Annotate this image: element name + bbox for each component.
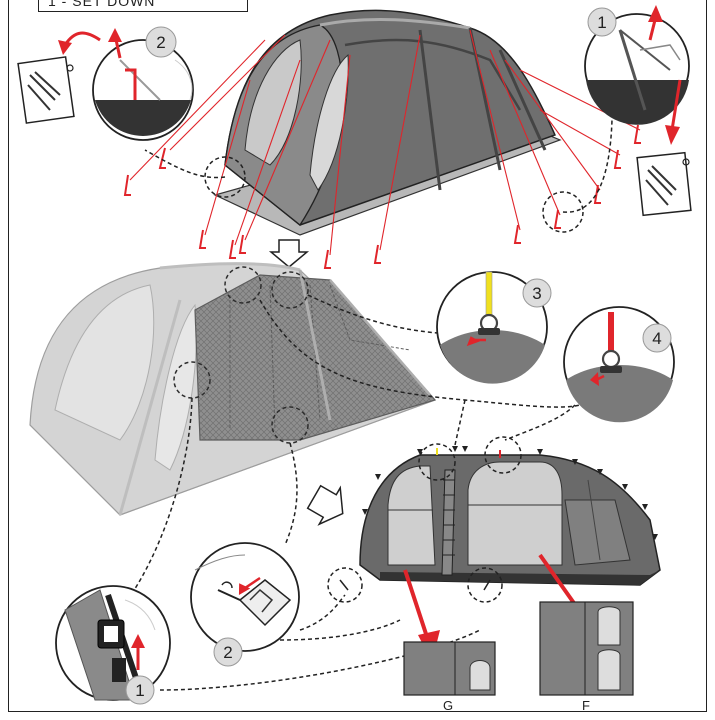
callout-ring-left [204, 156, 246, 198]
step-label-4: 4 [652, 329, 661, 348]
page-title: 1 - SET DOWN [48, 0, 156, 9]
peg-bag-left [17, 56, 75, 124]
peg-icon [125, 68, 137, 100]
step-badge-2-bottom [213, 637, 243, 667]
down-arrow-icon [268, 239, 310, 268]
right-arrow-icon [306, 484, 344, 526]
panel-g-label: G [443, 698, 453, 713]
detail-stake [190, 542, 300, 652]
step-badge-1-bottom [125, 675, 155, 705]
detail-pole-release [562, 5, 690, 213]
arrow-up-icon [108, 28, 122, 42]
tent-pole-c [498, 49, 547, 151]
title-box [38, 0, 248, 12]
step-badge-3 [522, 278, 552, 308]
arrow-curve-icon [58, 40, 72, 55]
step-badge-4 [642, 323, 672, 353]
detail-peg-removal [58, 28, 226, 179]
tent-door-right [309, 53, 349, 191]
callout-ring-right [542, 191, 584, 233]
inner-tent-removed [327, 436, 661, 662]
step-label-1-bottom: 1 [135, 681, 144, 700]
red-strap [608, 312, 614, 357]
step-badge-1-top [587, 7, 617, 37]
panel-f-label: F [582, 698, 590, 713]
detail-buckle [55, 585, 171, 701]
tent-pole-a [418, 29, 442, 191]
arrow-left-icon [238, 583, 251, 595]
tent-door-left [244, 39, 302, 166]
step-label-2-top: 2 [156, 33, 165, 52]
step-label-1-top: 1 [597, 13, 606, 32]
arrow-up-icon [131, 634, 145, 648]
diagram-frame [8, 0, 707, 712]
peg-bag-right [636, 151, 692, 217]
panel-g [403, 641, 496, 696]
detail-toggle-yellow [436, 271, 548, 384]
arrow-down-icon [665, 125, 680, 145]
step-label-2-bottom: 2 [223, 643, 232, 662]
tent-pole-mid [344, 38, 522, 111]
step-label-3: 3 [532, 284, 541, 303]
pitched-tent [123, 9, 641, 269]
tent-pegs [123, 124, 641, 269]
panel-f [539, 601, 634, 696]
tent-pole-top [319, 17, 471, 30]
arrow-up-icon [648, 5, 663, 22]
guy-lines [129, 29, 641, 256]
step-badge-2-top [145, 26, 177, 58]
ring-icon [601, 349, 621, 369]
faded-tent [29, 262, 437, 516]
